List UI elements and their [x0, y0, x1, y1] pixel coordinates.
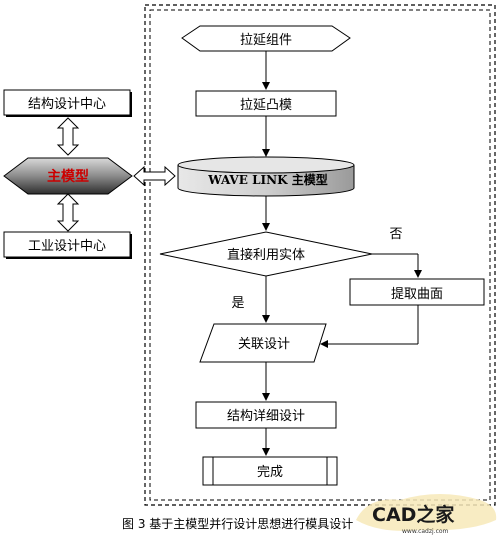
- left-right-arrow: [133, 165, 176, 187]
- industrial-center-label: 工业设计中心: [28, 239, 106, 254]
- done-node: 完成: [202, 456, 338, 486]
- yes-label: 是: [231, 296, 244, 311]
- start-label: 拉延组件: [240, 33, 292, 48]
- no-label: 否: [389, 227, 402, 242]
- main-model-label: 主模型: [47, 168, 89, 185]
- assoc-node: 关联设计: [199, 323, 327, 363]
- wavelink-node: WAVE LINK 主模型: [177, 156, 355, 197]
- done-box: [202, 456, 338, 486]
- detail-box: [195, 401, 337, 429]
- up-down-arrow-bottom: [56, 193, 80, 232]
- figure-caption: 图 3 基于主模型并行设计思想进行模具设计: [122, 516, 353, 531]
- extract-box: [349, 278, 485, 306]
- structure-design-center: 结构设计中心: [3, 89, 132, 117]
- inner-dashed-frame: [149, 9, 491, 501]
- structure-center-label: 结构设计中心: [28, 97, 106, 112]
- extract-label: 提取曲面: [391, 286, 443, 302]
- decision-label: 直接利用实体: [227, 247, 305, 263]
- extrude-label: 拉延凸模: [240, 98, 292, 113]
- start-hexagon: [181, 25, 351, 52]
- logo-text: CAD之家: [372, 503, 455, 526]
- detail-node: 结构详细设计: [195, 401, 337, 429]
- extract-node: 提取曲面: [349, 278, 485, 306]
- main-model-hexagon: [3, 157, 133, 195]
- detail-label: 结构详细设计: [227, 409, 305, 424]
- industrial-design-center: 工业设计中心: [3, 231, 132, 259]
- extrude-box: [195, 90, 337, 117]
- extrude-node: 拉延凸模: [195, 90, 337, 117]
- done-label: 完成: [257, 465, 283, 480]
- main-model-node: 主模型: [3, 157, 133, 195]
- start-node: 拉延组件: [181, 25, 351, 52]
- industrial-center-box: [3, 231, 131, 258]
- outer-dashed-frame: [144, 4, 496, 506]
- logo-url: www.cadzj.com: [402, 528, 449, 535]
- assoc-label: 关联设计: [238, 337, 290, 352]
- logo-splash: [356, 494, 497, 531]
- structure-center-box: [3, 89, 131, 116]
- decision-node: 直接利用实体: [159, 231, 373, 277]
- watermark-logo: CAD之家 www.cadzj.com: [356, 494, 497, 535]
- wavelink-label: WAVE LINK 主模型: [207, 172, 327, 187]
- up-down-arrow-top: [56, 117, 80, 156]
- wavelink-cylinder-top: [177, 156, 355, 174]
- assoc-parallelogram: [199, 323, 327, 363]
